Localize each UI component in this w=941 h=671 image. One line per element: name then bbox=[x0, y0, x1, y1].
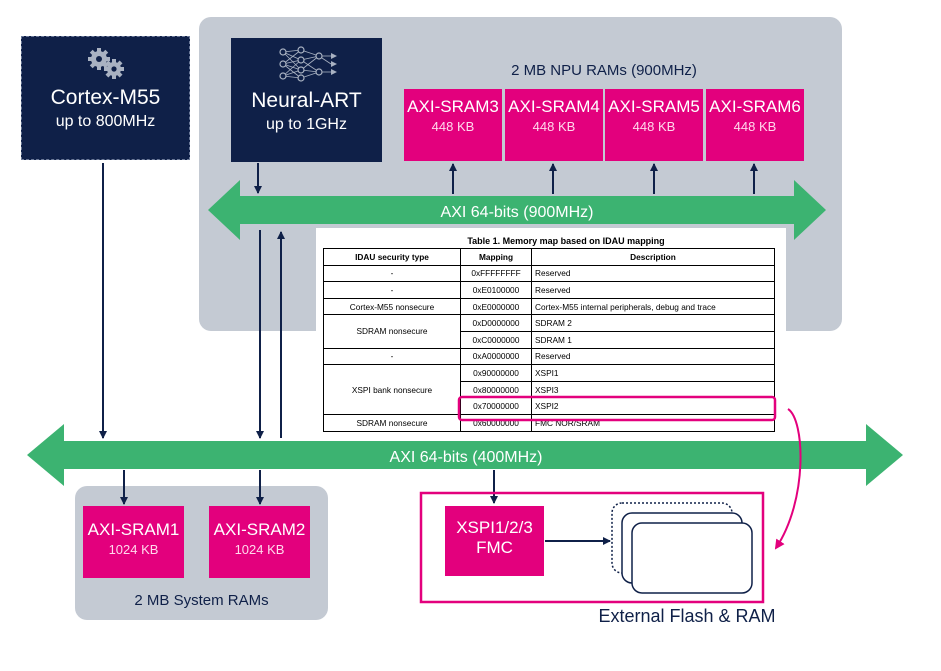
table-cell: SDRAM nonsecure bbox=[323, 413, 461, 432]
sram-size: 448 KB bbox=[733, 119, 777, 134]
table-row: SDRAM nonsecure 0xD0000000 SDRAM 2 bbox=[323, 314, 775, 349]
npu-rams-title: 2 MB NPU RAMs (900MHz) bbox=[511, 62, 697, 79]
memory-map-table: IDAU security type Mapping Description -… bbox=[323, 248, 775, 432]
npu-sram-block: AXI-SRAM3 448 KB bbox=[404, 89, 502, 161]
table-row: XSPI bank nonsecure 0x90000000 XSPI1 bbox=[323, 364, 775, 415]
table-row: - 0xE0100000 Reserved bbox=[323, 281, 775, 299]
system-bus-label: AXI 64-bits (400MHz) bbox=[390, 449, 543, 466]
sram-size: 448 KB bbox=[431, 119, 475, 134]
highlight-to-memory-arrow bbox=[774, 408, 802, 550]
table-row: 0xC0000000 SDRAM 1 bbox=[324, 330, 775, 349]
sram-name: AXI-SRAM5 bbox=[608, 97, 700, 116]
table-row: SDRAM nonsecure 0x60000000 FMC NOR/SRAM bbox=[323, 413, 775, 432]
external-memory-caption: External Flash & RAM bbox=[598, 606, 776, 626]
controller-line-2: FMC bbox=[476, 538, 513, 557]
neural-network-icon bbox=[278, 46, 337, 82]
sram-size: 1024 KB bbox=[234, 542, 285, 557]
gears-icon bbox=[87, 48, 124, 79]
cortex-name: Cortex-M55 bbox=[50, 86, 161, 109]
table-row: Cortex-M55 nonsecure 0xE0000000 Cortex-M… bbox=[323, 297, 775, 316]
sram-name: AXI-SRAM3 bbox=[407, 97, 499, 116]
table-cell: XSPI bank nonsecure bbox=[323, 364, 461, 415]
cortex-frequency: up to 800MHz bbox=[55, 113, 156, 130]
sram-name: AXI-SRAM1 bbox=[87, 520, 180, 539]
sram-name: AXI-SRAM4 bbox=[508, 97, 600, 116]
xspi2-row-highlight bbox=[457, 395, 777, 422]
npu-axi-bus-arrow bbox=[208, 180, 826, 240]
xspi-fmc-controller: XSPI1/2/3 FMC bbox=[445, 506, 544, 576]
system-sram-block: AXI-SRAM1 1024 KB bbox=[83, 506, 184, 578]
table-cell: FMC NOR/SRAM bbox=[531, 413, 775, 432]
table-cell: SDRAM nonsecure bbox=[323, 314, 461, 349]
table-row: - 0xA0000000 Reserved bbox=[323, 347, 775, 366]
npu-frequency: up to 1GHz bbox=[266, 116, 347, 133]
table-header-row: IDAU security type Mapping Description bbox=[323, 248, 775, 266]
system-rams-title: 2 MB System RAMs bbox=[134, 592, 269, 609]
memory-device-front bbox=[631, 522, 753, 594]
sram-name: AXI-SRAM2 bbox=[213, 520, 306, 539]
sram-size: 448 KB bbox=[632, 119, 676, 134]
sram-size: 1024 KB bbox=[108, 542, 159, 557]
npu-bus-label: AXI 64-bits (900MHz) bbox=[441, 204, 594, 221]
sram-size: 448 KB bbox=[532, 119, 576, 134]
npu-name: Neural-ART bbox=[251, 89, 362, 112]
cortex-m55-box: Cortex-M55 up to 800MHz bbox=[21, 36, 190, 160]
memory-map-caption: Table 1. Memory map based on IDAU mappin… bbox=[467, 236, 665, 246]
npu-sram-block: AXI-SRAM4 448 KB bbox=[505, 89, 603, 161]
controller-line-1: XSPI1/2/3 bbox=[456, 518, 533, 537]
sram-name: AXI-SRAM6 bbox=[709, 97, 801, 116]
npu-sram-block: AXI-SRAM5 448 KB bbox=[605, 89, 703, 161]
system-sram-block: AXI-SRAM2 1024 KB bbox=[209, 506, 310, 578]
system-axi-bus-arrow bbox=[27, 424, 903, 486]
neural-art-box: Neural-ART up to 1GHz bbox=[231, 38, 382, 162]
table-header-cell: Mapping bbox=[460, 248, 532, 266]
memory-map-table-card: Table 1. Memory map based on IDAU mappin… bbox=[316, 228, 786, 436]
npu-sram-block: AXI-SRAM6 448 KB bbox=[706, 89, 804, 161]
external-memory-outline bbox=[419, 491, 765, 604]
table-row: - 0xFFFFFFFF Reserved bbox=[323, 264, 775, 283]
table-header-cell: IDAU security type bbox=[323, 248, 461, 266]
